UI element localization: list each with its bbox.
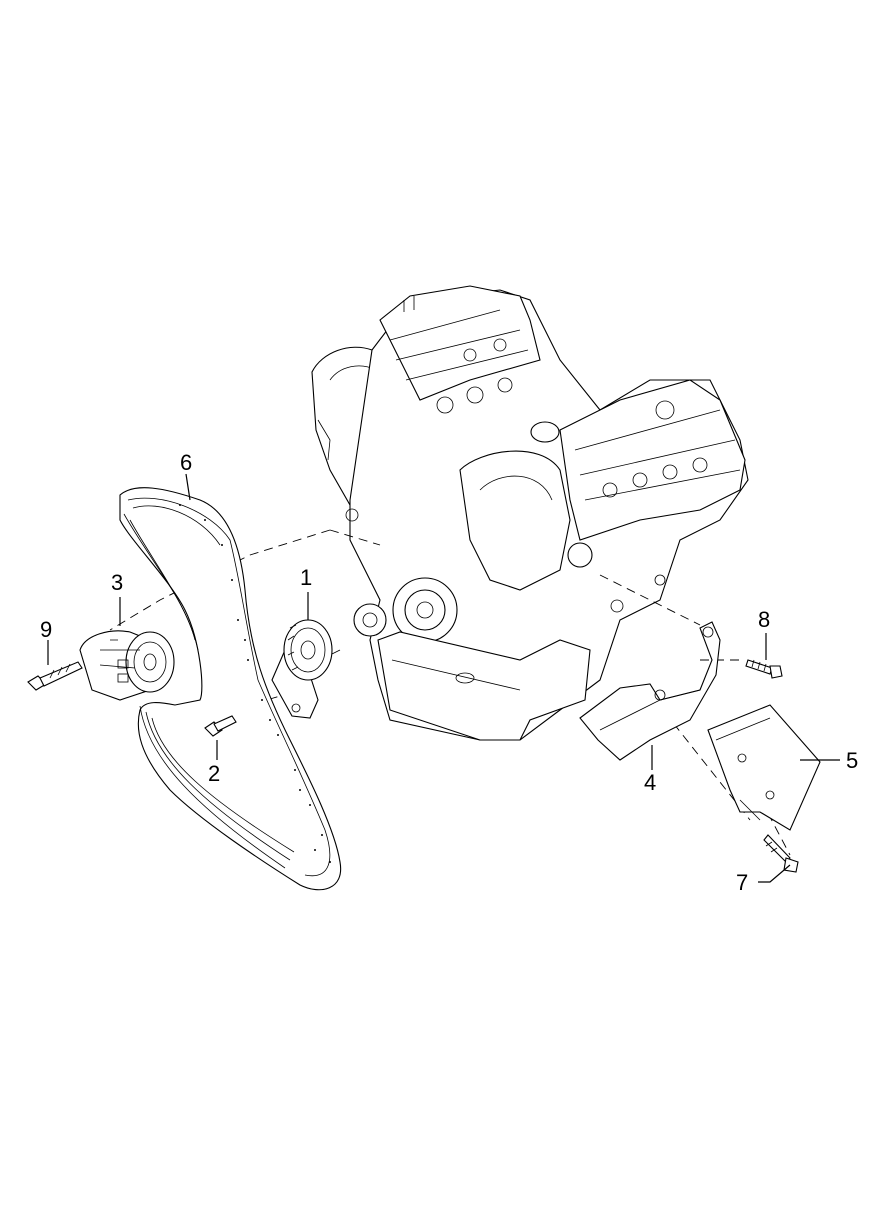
bolt-part-9 (27, 661, 83, 691)
callout-8: 8 (758, 607, 770, 632)
bolt-part-8 (745, 659, 783, 679)
bolt-part-2 (204, 715, 237, 737)
bolt-part-7 (763, 834, 799, 873)
callout-9: 9 (40, 617, 52, 642)
callout-7: 7 (736, 870, 748, 895)
idler-pulley-assembly (271, 619, 333, 719)
mounting-bracket-part-4 (579, 621, 721, 761)
callout-4: 4 (644, 770, 656, 795)
callout-1: 1 (300, 565, 312, 590)
callout-3: 3 (111, 570, 123, 595)
heat-shield-part-5 (707, 704, 821, 831)
callout-leaders (47, 473, 840, 883)
callout-6: 6 (180, 450, 192, 475)
callout-2: 2 (208, 761, 220, 786)
drive-belt (119, 487, 342, 891)
belt-tensioner-assembly (79, 630, 175, 701)
callout-5: 5 (846, 748, 858, 773)
engine-block (311, 285, 749, 741)
